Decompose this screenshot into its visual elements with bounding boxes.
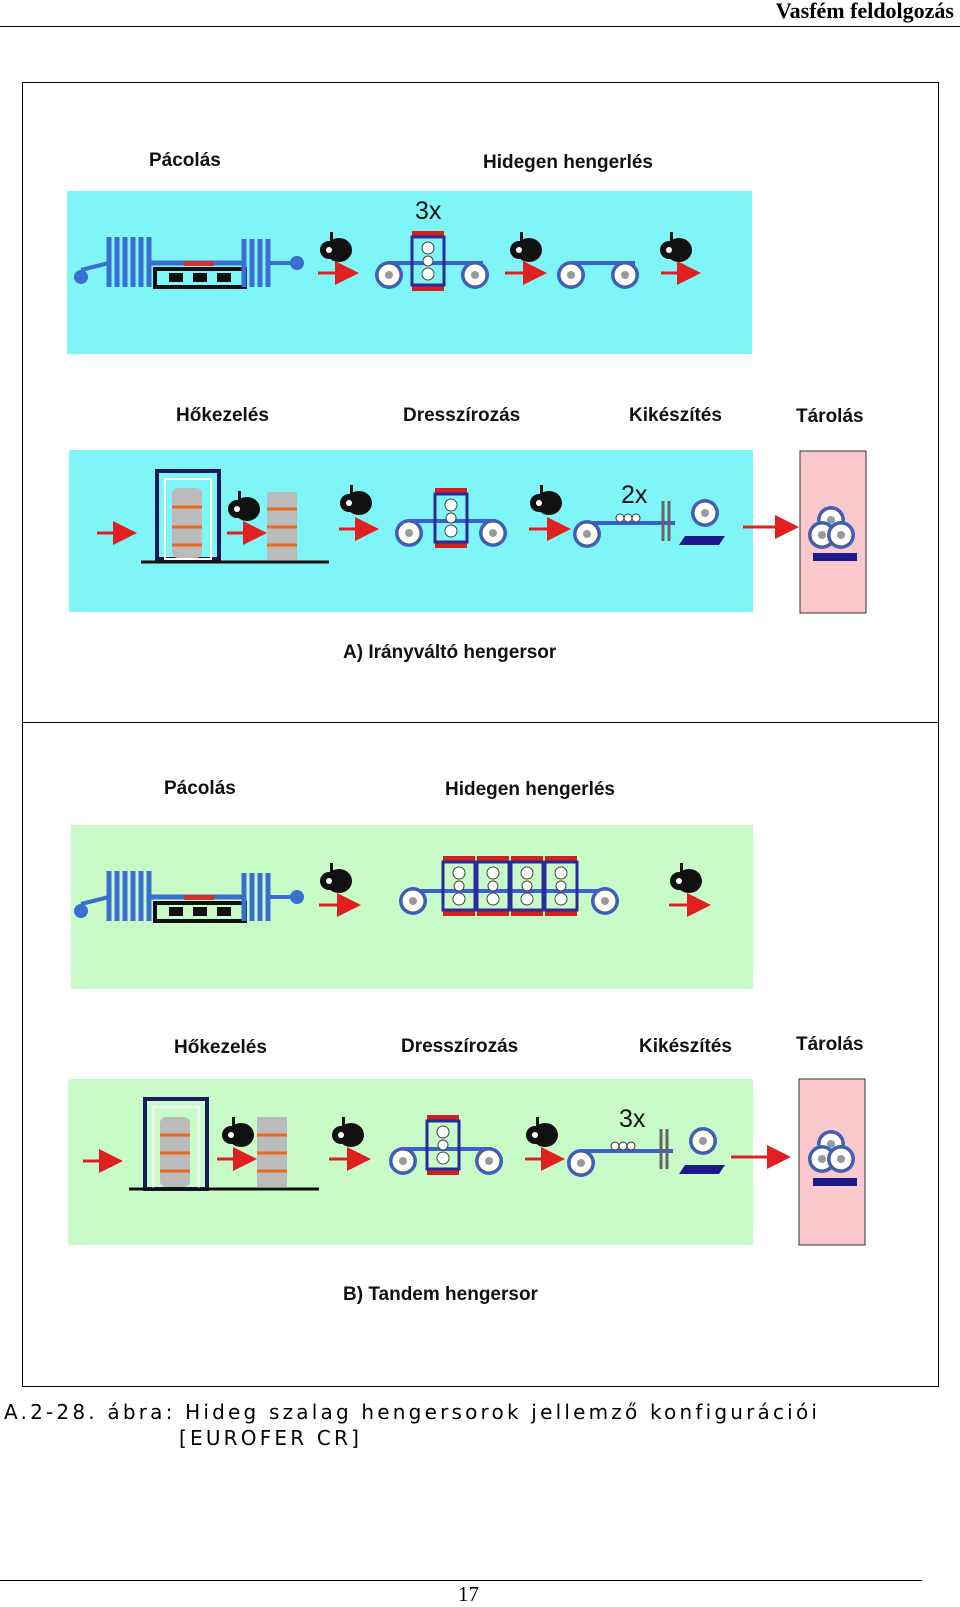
finishing-line-icon <box>581 1129 725 1174</box>
label-pickling: Pácolás <box>164 778 236 799</box>
reel-icon <box>556 260 586 290</box>
label-finishing: Kikészítés <box>629 405 722 426</box>
reel-icon <box>374 260 404 290</box>
footer-rule <box>0 1580 922 1581</box>
reel-icon <box>388 1146 418 1176</box>
pass-multiplier: 3x <box>619 1105 646 1133</box>
reel-icon <box>478 518 508 548</box>
figure-a-caption: A) Irányváltó hengersor <box>343 642 557 663</box>
annealing-furnace-icon <box>129 1097 319 1191</box>
pass-multiplier: 3x <box>415 197 442 225</box>
label-heat-treatment: Hőkezelés <box>174 1037 267 1058</box>
label-pickling: Pácolás <box>149 150 221 171</box>
coil-stack-icon <box>807 1129 857 1186</box>
reel-icon <box>572 519 602 549</box>
label-storage: Tárolás <box>796 1034 864 1055</box>
label-storage: Tárolás <box>796 406 864 427</box>
panel-pickling-rolling <box>67 191 752 354</box>
reel-icon <box>394 518 424 548</box>
figure-a: Pácolás Hidegen hengerlés 3x Hőkezelés D… <box>22 82 939 732</box>
label-temper-rolling: Dresszírozás <box>401 1036 518 1057</box>
reel-icon <box>398 886 428 916</box>
caption-text: Hideg szalag hengersorok jellemző konfig… <box>185 1400 821 1424</box>
pass-multiplier: 2x <box>621 481 648 509</box>
label-cold-rolling: Hidegen hengerlés <box>483 152 653 173</box>
header-rule <box>0 26 960 27</box>
caption-source: [EUROFER CR] <box>179 1426 363 1450</box>
figure-b-caption: B) Tandem hengersor <box>343 1284 539 1305</box>
page-number: 17 <box>458 1582 479 1606</box>
annealing-furnace-icon <box>141 469 329 564</box>
reel-icon <box>690 498 720 528</box>
figure-caption: A.2-28. ábra: Hideg szalag hengersorok j… <box>4 1400 821 1450</box>
reel-icon <box>610 260 640 290</box>
reel-icon <box>590 886 620 916</box>
figure-b-diagram: Pácolás Hidegen hengerlés Hőkezelés Dres… <box>68 778 866 1305</box>
caption-number: A.2-28. ábra: <box>4 1400 176 1424</box>
reel-icon <box>460 260 490 290</box>
figure-a-diagram: Pácolás Hidegen hengerlés 3x Hőkezelés D… <box>67 150 867 663</box>
reel-icon <box>566 1148 596 1178</box>
header-title: Vasfém feldolgozás <box>775 0 954 23</box>
label-cold-rolling: Hidegen hengerlés <box>445 779 615 800</box>
label-heat-treatment: Hőkezelés <box>176 405 269 426</box>
coil-stack-icon <box>807 505 857 561</box>
reel-icon <box>688 1126 718 1156</box>
finishing-line-icon <box>587 501 725 545</box>
label-finishing: Kikészítés <box>639 1036 732 1057</box>
label-temper-rolling: Dresszírozás <box>403 405 520 426</box>
figure-b: Pácolás Hidegen hengerlés Hőkezelés Dres… <box>22 722 939 1387</box>
reel-icon <box>474 1146 504 1176</box>
